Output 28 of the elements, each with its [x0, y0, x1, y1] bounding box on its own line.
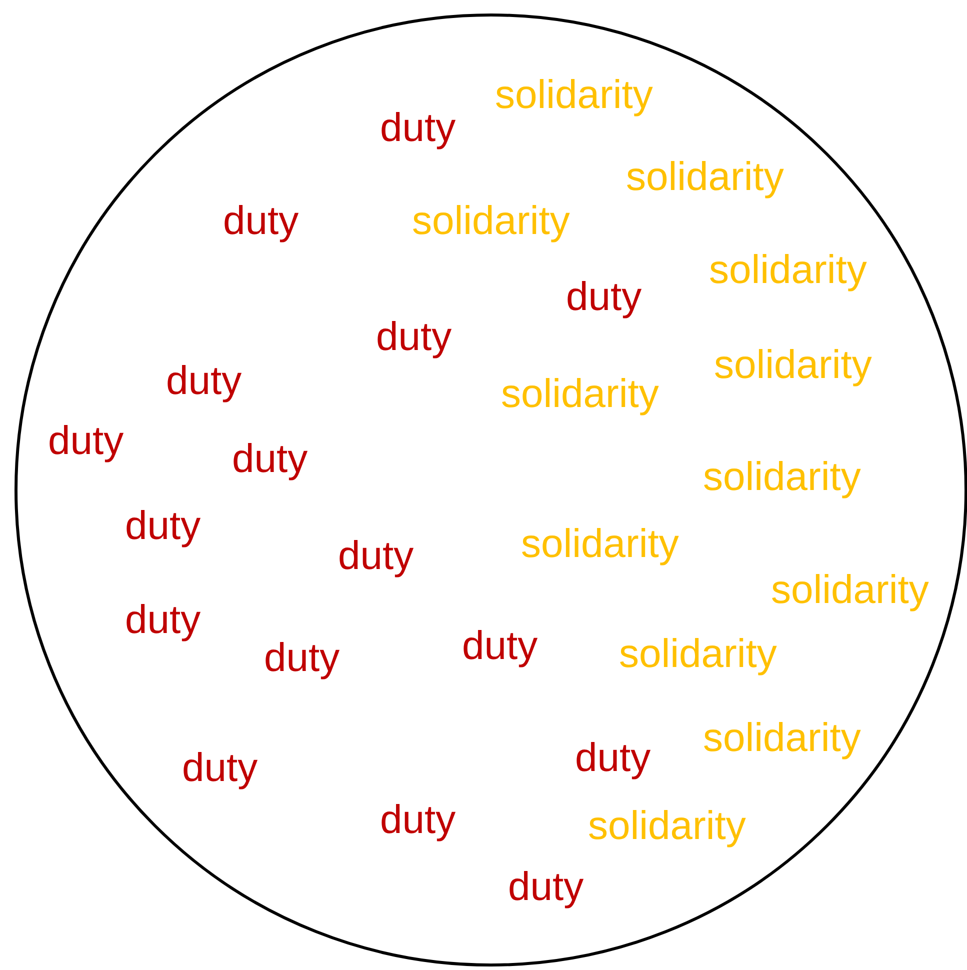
word: solidarity — [588, 803, 746, 849]
word: duty — [376, 314, 452, 360]
word: duty — [508, 864, 584, 910]
word: duty — [575, 735, 651, 781]
word: duty — [380, 105, 456, 151]
word: duty — [223, 198, 299, 244]
word: solidarity — [771, 567, 929, 613]
word: solidarity — [501, 371, 659, 417]
word: solidarity — [412, 198, 570, 244]
word: solidarity — [619, 631, 777, 677]
word: duty — [166, 358, 242, 404]
word: solidarity — [626, 154, 784, 200]
word: solidarity — [714, 342, 872, 388]
word: solidarity — [521, 521, 679, 567]
word: duty — [338, 533, 414, 579]
word: solidarity — [703, 715, 861, 761]
word: duty — [232, 436, 308, 482]
word: duty — [462, 623, 538, 669]
word: duty — [125, 503, 201, 549]
word: solidarity — [709, 247, 867, 293]
word: solidarity — [703, 454, 861, 500]
word: duty — [264, 635, 340, 681]
word: solidarity — [495, 72, 653, 118]
word: duty — [380, 797, 456, 843]
word: duty — [182, 745, 258, 791]
word: duty — [566, 274, 642, 320]
word: duty — [48, 418, 124, 464]
word: duty — [125, 597, 201, 643]
